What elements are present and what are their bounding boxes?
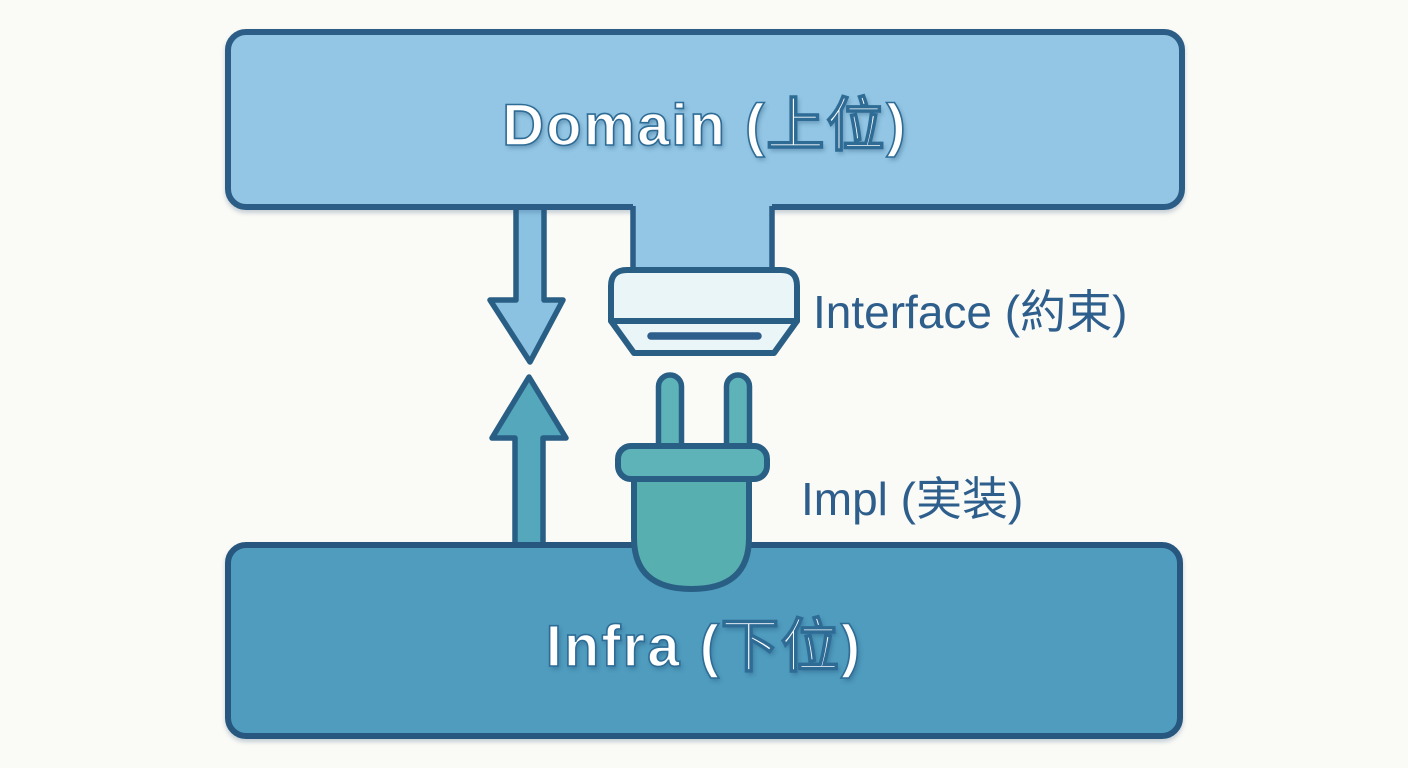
- socket-interface-icon: [608, 267, 800, 356]
- domain-box: [225, 29, 1185, 210]
- down-arrow-icon: [487, 197, 566, 365]
- up-arrow-icon: [489, 374, 569, 555]
- plug-impl-icon: [615, 372, 770, 592]
- socket-stem: [630, 196, 775, 278]
- plug-body: [631, 467, 752, 592]
- plug-collar: [615, 443, 770, 482]
